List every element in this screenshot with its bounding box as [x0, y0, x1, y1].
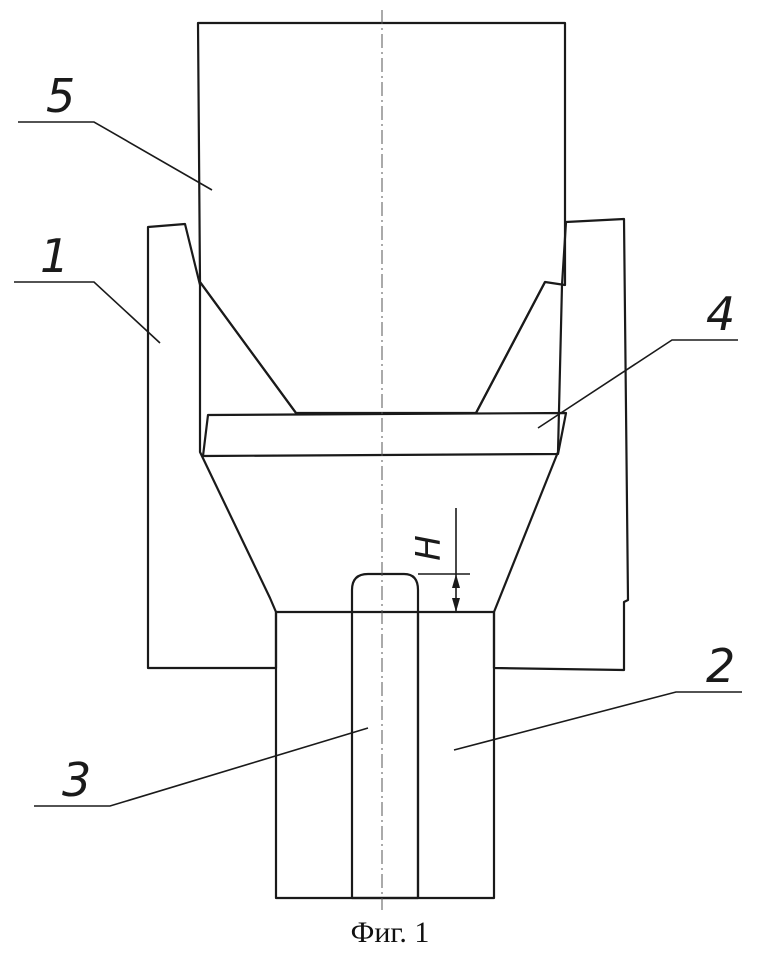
label-part-3: 3	[62, 753, 91, 807]
dimension-arrow-up	[452, 574, 460, 588]
leader-2	[454, 692, 742, 750]
dimension-arrow-down	[452, 598, 460, 612]
die-body-left	[148, 224, 276, 668]
dimension-label-h: H	[409, 535, 449, 561]
leader-1	[14, 282, 160, 343]
punch-chamfer-left	[200, 282, 296, 413]
bushing	[276, 612, 494, 898]
label-part-4: 4	[706, 287, 735, 341]
leader-5	[18, 122, 212, 190]
label-part-5: 5	[46, 69, 75, 123]
label-part-2: 2	[706, 639, 735, 693]
punch-chamfer-right	[476, 282, 545, 413]
label-part-1: 1	[40, 229, 69, 283]
figure-caption: Фиг. 1	[0, 916, 780, 950]
leader-4	[538, 340, 738, 428]
die-body-right	[494, 219, 628, 670]
ejector-rod	[352, 574, 418, 898]
blank	[203, 413, 566, 456]
